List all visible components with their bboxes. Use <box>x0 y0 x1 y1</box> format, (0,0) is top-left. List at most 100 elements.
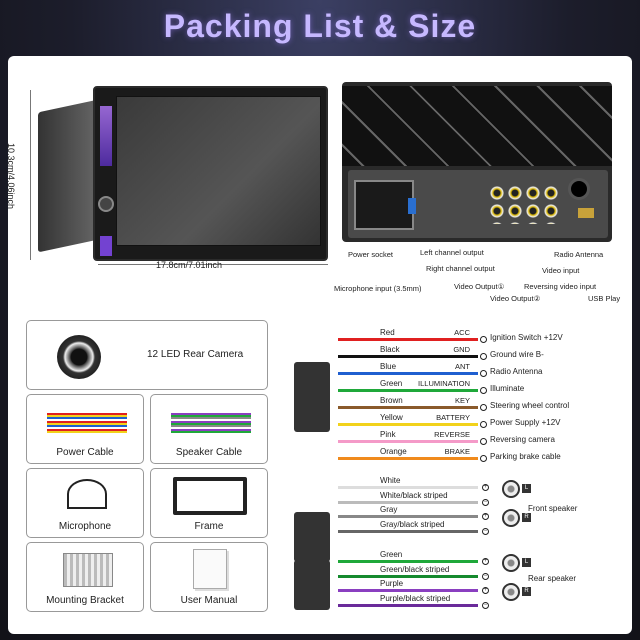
speaker-cable-caption: Speaker Cable <box>175 447 243 458</box>
speaker-wire-label: Purple/black striped <box>380 593 451 603</box>
speaker-wire-label: Gray <box>380 505 398 514</box>
frame-caption: Frame <box>194 521 224 532</box>
speaker-wire-line <box>338 603 478 607</box>
speaker-wire-label: White/black striped <box>380 490 448 500</box>
wire-color-label: Orange <box>380 447 407 456</box>
power-harness-connector <box>294 362 330 432</box>
microphone-caption: Microphone <box>58 521 112 532</box>
terminal-icon <box>480 421 487 428</box>
item-frame: Frame <box>150 468 268 538</box>
speaker-harness-connector-top <box>294 512 330 562</box>
wire-function-label: ANT <box>455 362 470 371</box>
cable-icon <box>171 413 251 433</box>
wire-color-label: Red <box>380 328 395 337</box>
item-microphone: Microphone <box>26 468 144 538</box>
polarity-icon: + <box>482 558 489 565</box>
polarity-icon: − <box>482 527 489 535</box>
page-title: Packing List & Size <box>163 8 477 44</box>
wire-line <box>338 457 478 460</box>
rear-speaker-label: Rear speaker <box>528 574 577 583</box>
wire-function-label: KEY <box>454 396 470 405</box>
terminal-icon <box>480 387 487 394</box>
manual-icon <box>193 549 227 589</box>
speaker-icon <box>502 480 520 498</box>
wire-description: Ground wire B- <box>490 350 544 359</box>
wire-color-label: Black <box>380 345 400 354</box>
terminal-icon <box>480 438 487 445</box>
port-label-vout2: Video Output② <box>490 294 541 303</box>
port-label-power: Power socket <box>348 250 394 259</box>
speaker-wire-line <box>338 529 478 533</box>
wire-line <box>338 423 478 426</box>
speaker-wire-label: White <box>380 476 401 485</box>
polarity-icon: + <box>482 484 489 491</box>
port-label-vout1: Video Output① <box>454 282 505 291</box>
wire-line <box>338 406 478 409</box>
wire-description: Steering wheel control <box>490 401 570 410</box>
frame-icon <box>173 477 247 515</box>
speaker-wire-label: Green <box>380 550 403 559</box>
content-panel: 10.3cm/4.06inch 17.8cm/7.01inch Power so… <box>6 56 632 634</box>
width-dimension: 17.8cm/7.01inch <box>156 260 223 270</box>
polarity-icon: + <box>482 513 489 520</box>
port-label-right: Right channel output <box>426 264 495 273</box>
wire-description: Power Supply +12V <box>490 418 561 427</box>
speaker-side-badge: R <box>522 587 531 596</box>
speaker-icon <box>502 509 520 527</box>
port-label-radio: Radio Antenna <box>554 250 604 259</box>
terminal-icon <box>480 404 487 411</box>
wire-function-label: ACC <box>454 328 470 337</box>
wire-function-label: BRAKE <box>444 447 470 456</box>
port-label-left: Left channel output <box>420 248 484 257</box>
wire-line <box>338 338 478 341</box>
wire-line <box>338 389 478 392</box>
bracket-caption: Mounting Bracket <box>46 595 124 606</box>
wire-color-label: Blue <box>380 362 397 371</box>
wire-description: Parking brake cable <box>490 452 561 461</box>
wire-color-label: Brown <box>380 396 403 405</box>
speaker-wire-line <box>338 574 478 578</box>
terminal-icon <box>480 455 487 462</box>
wire-color-label: Green <box>380 379 403 388</box>
power-cable-caption: Power Cable <box>56 447 114 458</box>
microphone-icon <box>67 479 107 509</box>
speaker-icon <box>502 583 520 601</box>
item-power-cable: Power Cable <box>26 394 144 464</box>
usb-port <box>578 208 594 218</box>
speaker-side-badge: L <box>522 558 531 567</box>
wire-line <box>338 355 478 358</box>
wire-color-label: Pink <box>380 430 396 439</box>
terminal-icon <box>480 336 487 343</box>
speaker-wire-line <box>338 589 478 592</box>
bracket-icon <box>63 553 113 587</box>
speaker-harness-connector-bottom <box>294 560 330 610</box>
port-label-video-in: Video input <box>542 266 580 275</box>
manual-caption: User Manual <box>180 595 238 606</box>
head-unit-front <box>38 86 328 266</box>
polarity-icon: − <box>482 498 489 506</box>
item-mounting-bracket: Mounting Bracket <box>26 542 144 612</box>
speaker-wire-label: Gray/black striped <box>380 519 445 529</box>
polarity-icon: − <box>482 601 489 609</box>
port-label-mic: Microphone input (3.5mm) <box>334 284 422 293</box>
wire-line <box>338 372 478 375</box>
wire-description: Ignition Switch +12V <box>490 333 563 342</box>
wire-function-label: ILLUMINATION <box>418 379 470 388</box>
speaker-icon <box>502 554 520 572</box>
polarity-icon: − <box>482 572 489 580</box>
speaker-wire-label: Green/black striped <box>380 564 450 574</box>
speaker-wire-label: Purple <box>380 579 404 588</box>
rca-jacks <box>488 184 558 224</box>
power-socket-connector <box>354 180 414 230</box>
wire-line <box>338 440 478 443</box>
height-dimension: 10.3cm/4.06inch <box>6 142 17 210</box>
item-user-manual: User Manual <box>150 542 268 612</box>
terminal-icon <box>480 353 487 360</box>
wire-description: Radio Antenna <box>490 367 543 376</box>
front-speaker-label: Front speaker <box>528 504 578 513</box>
camera-icon <box>57 335 101 379</box>
wire-description: Reversing camera <box>490 435 555 444</box>
speaker-side-badge: R <box>522 513 531 522</box>
wire-description: Illuminate <box>490 384 525 393</box>
wire-function-label: REVERSE <box>434 430 470 439</box>
